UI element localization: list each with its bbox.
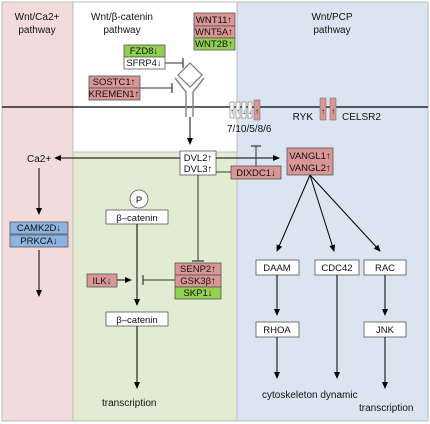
skp1-box: [174, 286, 222, 300]
ryk-arrow: ↑: [321, 107, 325, 116]
prkca-box: [9, 234, 69, 248]
rhoa-label: RHOA: [263, 325, 291, 336]
prkca-label: PRKCA↓: [20, 236, 57, 247]
wnt2b-label: WNT2B↑: [195, 39, 233, 50]
cytoskeleton-label: cytoskeleton dynamic: [262, 390, 358, 401]
ryk-receptor: [319, 97, 327, 121]
kremen1-box: [88, 87, 141, 101]
camk2d-box: [9, 221, 69, 235]
camk2d-label: CAMK2D↓: [17, 223, 61, 234]
celsr2-receptor: [329, 97, 337, 121]
dvl2-label: DVL2↑: [184, 153, 213, 164]
fzd-arrow-5: ↓: [242, 107, 246, 116]
bcatenin-top-label: β–catenin: [116, 213, 157, 224]
daam-label: DAAM: [263, 263, 291, 274]
fzd-arrow-7: ↑: [230, 107, 234, 116]
wnt2b-box: [193, 37, 236, 51]
vangl1-label: VANGL1↑: [289, 151, 331, 162]
rac-label: RAC: [375, 263, 395, 274]
ca2-label: Ca2+: [27, 154, 51, 165]
fzd-arrow-8: ↓: [248, 107, 252, 116]
fzd-arrow-10: ↑: [236, 107, 240, 116]
vangl-box: [286, 147, 334, 176]
dvl3-label: DVL3↑: [184, 164, 213, 175]
wnt11-label: WNT11↑: [196, 15, 232, 26]
kremen1-label: KREMEN1↑: [89, 89, 140, 100]
vangl-to-rac-arrow: [309, 174, 381, 252]
canonical-title-line2: pathway: [103, 25, 140, 36]
ca-title-line1: Wnt/Ca2+: [15, 12, 60, 23]
ilk-label: ILK↓: [92, 276, 111, 287]
pcp-title-line1: Wnt/PCP: [311, 12, 352, 23]
bcatenin-bottom-label: β–catenin: [116, 315, 157, 326]
canonical-title-line1: Wnt/β-catenin: [91, 12, 153, 23]
ca-panel: [1, 1, 74, 422]
phospho-label: P: [136, 195, 142, 206]
vangl-to-cdc42-arrow: [309, 174, 336, 252]
ryk-label: RYK: [293, 112, 314, 123]
transcription-left-label: transcription: [102, 398, 156, 409]
sfrp4-label: SFRP4↓: [126, 58, 161, 69]
phospho-circle: [129, 189, 149, 209]
celsr2-arrow: ↑: [331, 107, 335, 116]
pcp-title-line2: pathway: [313, 25, 350, 36]
vangl-to-daam-arrow: [276, 174, 311, 252]
dixdc1-label: DIXDC1↓: [236, 168, 276, 179]
jnk-label: JNK: [376, 325, 395, 336]
pcp-panel: [236, 1, 429, 422]
cdc42-label: CDC42: [321, 263, 352, 274]
celsr2-label: CELSR2: [342, 112, 381, 123]
transcription-right-label: transcription: [359, 403, 413, 414]
sostc1-label: SOSTC1↑: [93, 77, 136, 88]
gsk3b-label: GSK3β↑: [180, 276, 216, 287]
fzd-family-label: 7/10/5/8/6: [227, 124, 272, 135]
fzd-arrow-6: ↑: [255, 107, 259, 116]
ca-title-line2: pathway: [18, 25, 55, 36]
frizzled-receptor: [174, 62, 205, 117]
fzd8-label: FZD8↓: [130, 46, 159, 57]
fzd-family-group: ↑ ↑ ↓ ↓ ↑: [229, 99, 261, 121]
skp1-label: SKP1↓: [183, 288, 212, 299]
vangl2-label: VANGL2↑: [289, 163, 331, 174]
senp2-label: SENP2↑: [180, 264, 216, 275]
wnt5a-label: WNT5A↑: [195, 27, 233, 38]
